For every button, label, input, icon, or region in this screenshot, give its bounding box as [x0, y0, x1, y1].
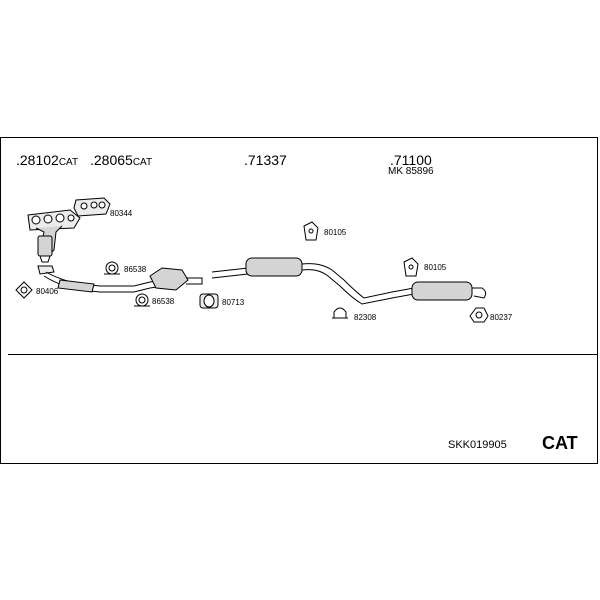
part-code-number: .71100 — [390, 152, 432, 168]
category-label: CAT — [542, 433, 578, 453]
footer-divider — [8, 354, 598, 355]
part-label: 86538 — [124, 265, 147, 274]
catalytic-converter-part — [149, 267, 203, 291]
part-code-number: .28065 — [90, 152, 133, 168]
part-label: 80237 — [490, 313, 513, 322]
rear-pipe-part — [339, 279, 415, 305]
part-code-number: .71337 — [244, 152, 287, 168]
part-label: 82308 — [354, 313, 377, 322]
part-code-label: .71100 — [390, 153, 432, 169]
part-label: 80406 — [36, 287, 59, 296]
rubber-mount-part — [303, 221, 319, 241]
part-label: 86538 — [152, 297, 175, 306]
part-code-suffix: CAT — [58, 157, 79, 168]
part-label: 80713 — [222, 298, 245, 307]
part-code-number: .28102 — [16, 152, 59, 168]
part-code-label: .28065CAT — [90, 153, 152, 169]
manifold-gasket-part — [73, 197, 111, 217]
rubber-mount-part — [469, 307, 489, 323]
part-code-suffix: CAT — [132, 157, 153, 168]
middle-muffler-part — [211, 257, 345, 287]
kit-note: MK 85896 — [388, 166, 434, 177]
sleeve-part — [199, 293, 219, 309]
exhaust-manifold-part — [27, 209, 81, 263]
clamp-part — [134, 293, 150, 307]
part-label: 80105 — [324, 228, 347, 237]
gasket-part — [15, 281, 33, 299]
diagram-frame — [0, 137, 598, 464]
part-label: 80344 — [110, 209, 133, 218]
part-code-label: .28102CAT — [16, 153, 78, 169]
rear-muffler-part — [411, 281, 487, 301]
clamp-part — [104, 261, 120, 275]
rubber-mount-part — [403, 257, 419, 277]
part-label: 80105 — [424, 263, 447, 272]
clamp-part — [332, 307, 348, 319]
part-code-label: .71337 — [244, 153, 287, 169]
front-pipe-part — [37, 265, 165, 293]
kit-number: SKK019905 — [448, 439, 507, 451]
